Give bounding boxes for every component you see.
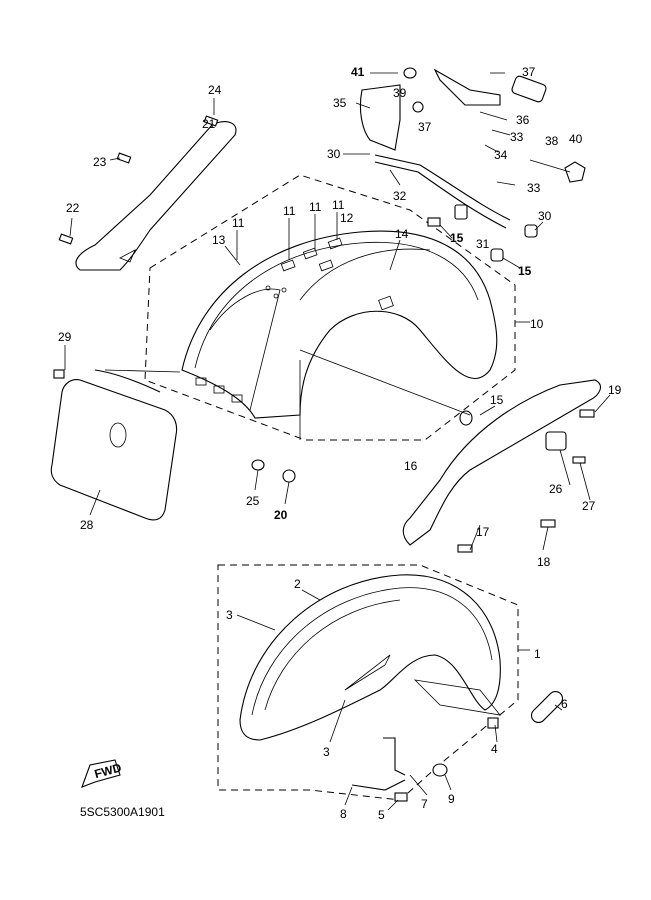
callout-6: 37	[418, 120, 432, 134]
callout-5: 38	[545, 134, 559, 148]
callout-28: 10	[530, 317, 544, 331]
callout-20: 11	[332, 198, 345, 212]
callout-25: 31	[476, 237, 490, 251]
callout-41: 3	[226, 608, 233, 622]
callout-45: 4	[491, 742, 498, 756]
callout-1: 37	[522, 65, 536, 79]
callout-15: 23	[93, 155, 107, 169]
fwd-label: FWD	[93, 760, 123, 781]
callout-34: 27	[582, 499, 596, 513]
callout-43: 6	[561, 697, 568, 711]
callout-49: 5	[378, 808, 385, 822]
callout-26: 30	[538, 209, 552, 223]
callout-0: 41	[351, 65, 365, 79]
callout-40: 2	[294, 577, 301, 591]
callout-13: 24	[208, 83, 222, 97]
callout-27: 15	[518, 264, 532, 278]
callout-38: 17	[476, 525, 490, 539]
callout-36: 20	[274, 508, 288, 522]
callout-10: 34	[494, 148, 508, 162]
callout-48: 8	[340, 807, 347, 821]
callout-16: 22	[66, 201, 80, 215]
callout-42: 1	[534, 647, 541, 661]
footrest-bracket	[359, 67, 586, 238]
callout-9: 30	[327, 147, 341, 161]
front-fender-group-boundary	[217, 564, 519, 801]
drawing-code: 5SC5300A1901	[80, 805, 165, 819]
callout-18: 11	[283, 204, 296, 218]
fwd-arrow-icon: FWD	[81, 759, 123, 788]
rear-fender-stay-right	[402, 379, 601, 546]
callout-11: 33	[527, 181, 541, 195]
reflector	[530, 690, 564, 724]
callout-17: 11	[232, 216, 245, 230]
callout-35: 25	[246, 494, 260, 508]
callout-8: 40	[569, 132, 583, 146]
callout-29: 29	[58, 330, 72, 344]
callout-24: 15	[450, 231, 464, 245]
rear-fender	[181, 230, 498, 419]
callout-39: 18	[537, 555, 551, 569]
leader-lines	[64, 72, 611, 811]
callout-37: 28	[80, 518, 94, 532]
fasteners	[53, 115, 595, 802]
callout-23: 14	[395, 227, 409, 241]
callout-31: 19	[608, 383, 622, 397]
callout-2: 35	[333, 96, 347, 110]
callout-33: 26	[549, 482, 563, 496]
rear-fender-group-boundary	[144, 174, 516, 441]
side-cover	[50, 379, 178, 521]
callout-47: 7	[421, 797, 428, 811]
callout-14: 21	[202, 117, 216, 131]
callout-7: 33	[510, 130, 524, 144]
callout-22: 13	[212, 233, 226, 247]
callout-46: 9	[448, 792, 455, 806]
callout-19: 11	[309, 200, 322, 214]
callout-12: 32	[393, 189, 407, 203]
rear-fender-stay-left	[75, 121, 237, 271]
callout-21: 12	[340, 211, 354, 225]
callout-44: 3	[323, 745, 330, 759]
callout-32: 16	[404, 459, 418, 473]
callout-4: 36	[516, 113, 530, 127]
callout-30: 15	[490, 393, 504, 407]
callout-3: 39	[393, 86, 407, 100]
front-fender	[239, 574, 501, 741]
